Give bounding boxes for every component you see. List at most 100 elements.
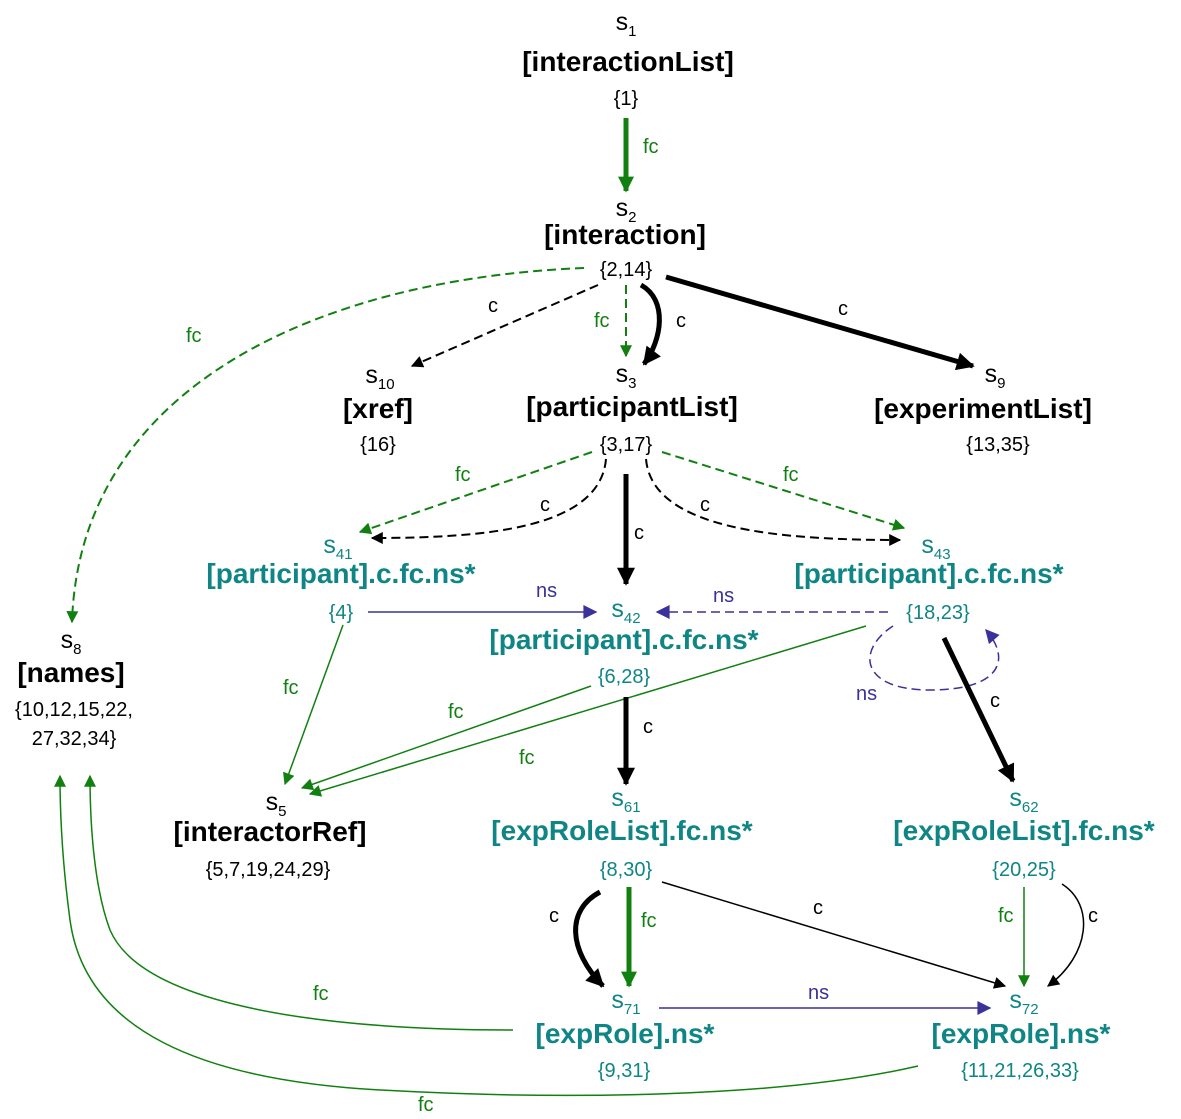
node-s42: s42 [participant].c.fc.ns* {6,28} [489,595,758,688]
node-s5: s5 [interactorRef] {5,7,19,24,29} [174,788,367,881]
edge-label-s62-s72-fc: fc [998,905,1014,927]
node-s3: s3 [participantList] {3,17} [526,360,738,456]
node-s71: s71 [expRole].ns* {9,31} [536,986,715,1082]
node-s71-symbol: s71 [611,986,640,1018]
node-s61-symbol: s61 [611,784,640,816]
node-s10-symbol: s10 [365,361,394,393]
node-s41-set: {4} [329,602,354,624]
node-s3-name: [participantList] [526,391,738,422]
edge-label-s61-s72: c [813,897,823,919]
edge-s3-s43-fc [661,451,906,531]
edge-label-s1-s2: fc [643,136,659,158]
node-s10-set: {16} [360,434,396,456]
edge-label-s41-s42: ns [536,580,557,602]
edge-label-s72-s8: fc [418,1094,434,1116]
node-s3-symbol: s3 [616,360,637,392]
edge-label-s2-s10: c [488,295,498,317]
node-s1-set: {1} [614,88,639,110]
node-s72-symbol: s72 [1009,986,1038,1018]
edge-s72-s8-fc [54,774,919,1097]
node-s2-symbol: s2 [616,194,637,226]
edges [54,118,1085,1097]
edge-s3-s43-c [645,458,902,546]
node-s2-name: [interaction] [544,219,706,250]
node-s62-name: [expRoleList].fc.ns* [893,815,1154,846]
node-s71-name: [expRole].ns* [536,1018,715,1049]
edge-labels: fc c fc c c fc fc c c c fc ns ns ns fc f… [186,136,1098,1116]
edge-label-s2-s3-c: c [676,310,686,332]
nodes: s1 [interactionList] {1} s2 [interaction… [15,8,1155,1082]
edge-label-s62-s72-c: c [1088,905,1098,927]
edge-s2-s10-c [410,284,599,368]
node-s62-set: {20,25} [992,859,1056,881]
node-s1-symbol: s1 [616,8,637,40]
edge-s43-s5-fc [308,625,867,797]
edge-s42-s5-fc [300,685,592,791]
node-s1-name: [interactionList] [522,46,734,77]
node-s8: s8 [names] {10,12,15,22, 27,32,34} [15,626,133,750]
edge-label-s71-s8: fc [313,983,329,1005]
edge-label-s43-s42: ns [713,585,734,607]
edge-label-s42-s61: c [643,716,653,738]
node-s61-name: [expRoleList].fc.ns* [491,815,752,846]
edge-s2-s8-fc [66,267,585,624]
node-s72: s72 [expRole].ns* {11,21,26,33} [932,986,1111,1082]
node-s41-symbol: s41 [323,531,352,563]
edge-label-s3-s41-fc: fc [455,464,471,486]
edge-label-s2-s3-fc: fc [594,310,610,332]
edge-s3-s41-c [370,458,607,544]
node-s9-symbol: s9 [985,360,1006,392]
node-s42-set: {6,28} [598,666,651,688]
node-s43-name: [participant].c.fc.ns* [794,558,1063,589]
node-s2-set: {2,14} [600,259,653,281]
edge-s3-s41-fc [358,451,593,535]
edge-label-s3-s43-c: c [700,494,710,516]
edge-label-s43-s62: c [990,690,1000,712]
node-s42-symbol: s42 [611,595,640,627]
edge-label-s3-s41-c: c [540,494,550,516]
node-s72-name: [expRole].ns* [932,1018,1111,1049]
node-s43-symbol: s43 [921,531,950,563]
node-s8-set: {10,12,15,22, [15,699,133,721]
node-s5-symbol: s5 [266,788,287,820]
edge-s43-loop-ns [869,625,1000,691]
edge-label-s61-s71-c: c [549,905,559,927]
node-s8-symbol: s8 [61,626,82,658]
node-s61: s61 [expRoleList].fc.ns* {8,30} [491,784,752,881]
node-s41: s41 [participant].c.fc.ns* {4} [206,531,475,624]
node-s8-name: [names] [17,657,124,688]
edge-s2-s3-c [639,282,662,366]
node-s10-name: [xref] [343,393,413,424]
node-s9-name: [experimentList] [874,393,1092,424]
node-s43-set: {18,23} [906,602,970,624]
edge-s2-s9-c [665,274,975,371]
edge-label-s42-s5: fc [448,701,464,723]
node-s5-set: {5,7,19,24,29} [206,859,331,881]
node-s2: s2 [interaction] {2,14} [544,194,706,281]
node-s9: s9 [experimentList] {13,35} [874,360,1092,456]
node-s42-name: [participant].c.fc.ns* [489,624,758,655]
node-s9-set: {13,35} [966,434,1030,456]
edge-label-s61-s71-fc: fc [641,910,657,932]
edge-s41-s5-fc [283,624,344,786]
edge-label-s43-s5: fc [519,747,535,769]
node-s71-set: {9,31} [598,1060,651,1082]
node-s62: s62 [expRoleList].fc.ns* {20,25} [893,784,1154,881]
edge-label-s2-s9: c [838,298,848,320]
edge-label-s3-s43-fc: fc [783,464,799,486]
edge-s71-s8-fc [84,774,514,1031]
node-s3-set: {3,17} [600,434,653,456]
edge-s62-s72-c [1047,883,1085,987]
node-s43: s43 [participant].c.fc.ns* {18,23} [794,531,1063,624]
node-s10: s10 [xref] {16} [343,361,413,456]
node-s1: s1 [interactionList] {1} [522,8,734,110]
edge-label-s41-s5: fc [283,677,299,699]
edge-s61-s71-c [573,889,605,988]
node-s72-set: {11,21,26,33} [961,1060,1079,1082]
node-s41-name: [participant].c.fc.ns* [206,558,475,589]
edge-label-s71-s72: ns [808,982,829,1004]
edge-label-s43-loop: ns [856,683,877,705]
node-s61-set: {8,30} [600,859,653,881]
